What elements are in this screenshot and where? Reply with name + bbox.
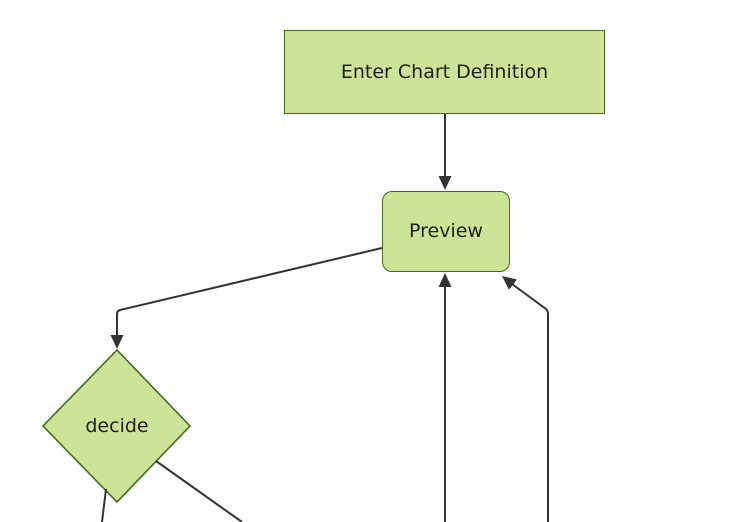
arrowhead-preview-top: [438, 176, 452, 190]
edge-decide-down-left: [101, 488, 107, 522]
node-preview-label: Preview: [409, 220, 483, 243]
edge-preview-to-decide: [116, 247, 383, 337]
edge-bottomright-to-preview: [511, 283, 549, 522]
edge-decide-down-right: [155, 460, 243, 522]
arrowhead-decide-top: [110, 335, 124, 349]
node-enter-chart-definition: Enter Chart Definition: [284, 30, 605, 114]
arrowhead-preview-bottom-right: [502, 276, 517, 290]
node-decide-shape: [41, 348, 192, 504]
node-enter-chart-definition-label: Enter Chart Definition: [340, 60, 549, 83]
node-preview: Preview: [382, 191, 510, 272]
arrowhead-preview-bottom: [438, 273, 452, 287]
